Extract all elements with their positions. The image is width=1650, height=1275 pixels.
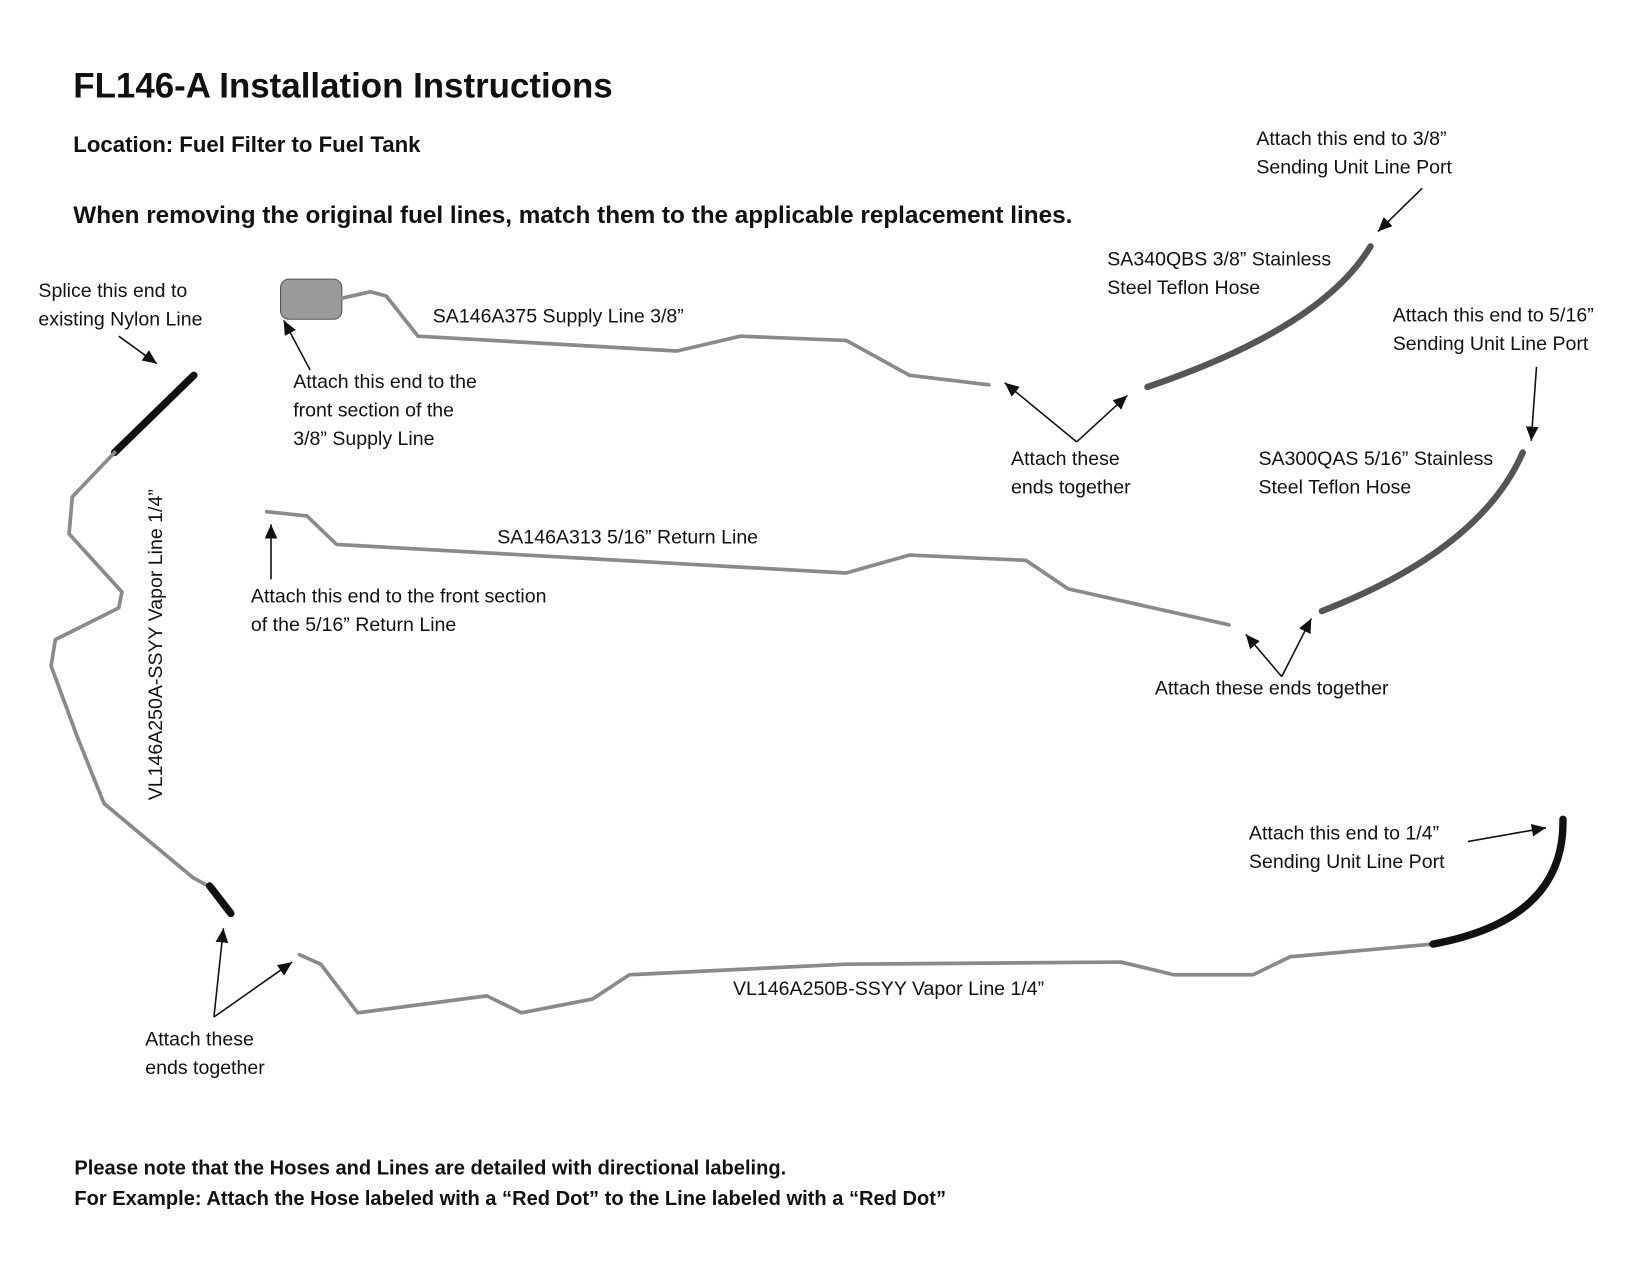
hose-5-16-port-label: Sending Unit Line Port (1393, 333, 1589, 355)
hose-5-16-label: Steel Teflon Hose (1258, 477, 1411, 499)
hose-3-8-port-label: Sending Unit Line Port (1256, 156, 1452, 178)
attach-together-label: ends together (1011, 477, 1131, 499)
hose-3-8-label: Steel Teflon Hose (1107, 277, 1260, 299)
vapor-port-label: Attach this end to 1/4” (1249, 822, 1439, 844)
hose-3-8-port-label: Attach this end to 3/8” (1256, 128, 1446, 150)
fuel-filter-icon (280, 278, 343, 320)
note-line: Please note that the Hoses and Lines are… (74, 1158, 786, 1180)
attach-together-label: Attach these (145, 1029, 254, 1051)
vapor-line-b (297, 942, 1435, 1015)
vapor-line-a (49, 450, 214, 890)
return-front-label: of the 5/16” Return Line (251, 614, 456, 636)
supply-front-label: Attach this end to the (293, 371, 477, 393)
vapor-port-label: Sending Unit Line Port (1249, 851, 1445, 873)
supply-front-label: 3/8” Supply Line (293, 428, 434, 450)
splice-label: existing Nylon Line (38, 309, 202, 331)
vapor-a-nylon-end (110, 371, 198, 457)
hose-3-8-label: SA340QBS 3/8” Stainless (1107, 248, 1331, 270)
hose-3-8 (1144, 243, 1374, 391)
note-line: For Example: Attach the Hose labeled wit… (74, 1188, 946, 1210)
vapor-a-label: VL146A250A-SSYY Vapor Line 1/4” (145, 489, 167, 800)
splice-label: Splice this end to (38, 280, 187, 302)
return-line (264, 509, 1231, 627)
attach-together-label: ends together (145, 1057, 265, 1079)
hose-5-16-label: SA300QAS 5/16” Stainless (1258, 448, 1493, 470)
supply-line-label: SA146A375 Supply Line 3/8” (433, 305, 684, 327)
attach-together-label: Attach these (1011, 448, 1120, 470)
hose-5-16-port-label: Attach this end to 5/16” (1393, 304, 1594, 326)
page-title: FL146-A Installation Instructions (73, 66, 612, 105)
return-line-label: SA146A313 5/16” Return Line (497, 526, 758, 548)
attach-together-label: Attach these ends together (1155, 678, 1389, 700)
hose-5-16 (1318, 449, 1526, 615)
vapor-b-label: VL146A250B-SSYY Vapor Line 1/4” (733, 978, 1044, 1000)
return-front-label: Attach this end to the front section (251, 586, 547, 608)
supply-front-label: front section of the (293, 400, 454, 422)
instruction-text: When removing the original fuel lines, m… (73, 202, 1072, 229)
vapor-a-connector (206, 882, 235, 918)
vapor-b-hose (1429, 815, 1567, 948)
supply-line (280, 278, 991, 387)
location-subtitle: Location: Fuel Filter to Fuel Tank (73, 132, 421, 157)
